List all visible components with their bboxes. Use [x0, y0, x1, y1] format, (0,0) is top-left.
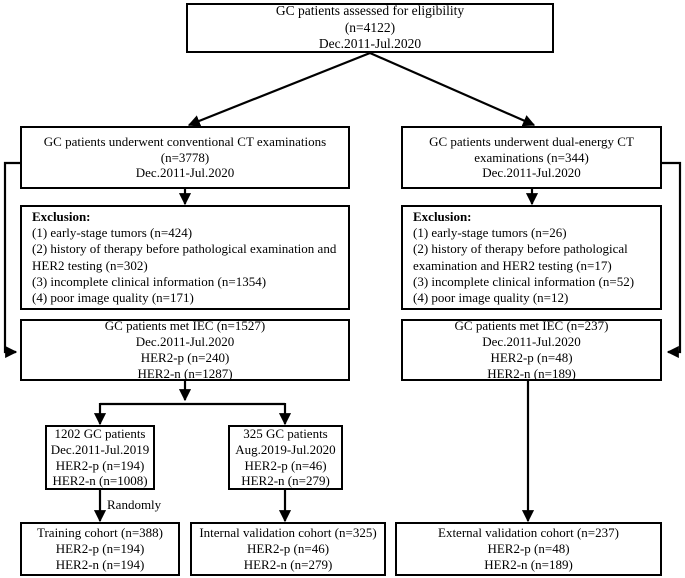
node-exclusion-right-line-4: (4) poor image quality (n=12)	[413, 289, 569, 305]
node-dual-energy-ct-line-1: GC patients underwent dual-energy CT	[429, 133, 634, 149]
node-exclusion-left-line-2: (2) history of therapy before pathologic…	[32, 241, 337, 273]
edge-label-randomly: Randomly	[107, 497, 162, 512]
node-iec-right-line-1: GC patients met IEC (n=237)	[454, 318, 609, 334]
node-cohort-1202-line-4: HER2-n (n=1008)	[52, 473, 148, 489]
node-iec-left-line-1: GC patients met IEC (n=1527)	[104, 318, 266, 334]
node-external-validation-line-3: HER2-n (n=189)	[484, 556, 573, 572]
node-exclusion-left-line-3: (3) incomplete clinical information (n=1…	[32, 273, 267, 289]
node-iec-left-line-3: HER2-p (n=240)	[140, 350, 230, 365]
node-iec-left-line-4: HER2-n (n=1287)	[137, 365, 233, 381]
node-internal-validation-line-1: Internal validation cohort (n=325)	[199, 525, 377, 541]
node-exclusion-left-line-1: (1) early-stage tumors (n=424)	[32, 225, 193, 241]
node-internal-validation-cohort[interactable]: Internal validation cohort (n=325) HER2-…	[190, 522, 386, 576]
node-dual-energy-ct-line-3: Dec.2011-Jul.2020	[482, 165, 581, 181]
node-conventional-ct-line-1: GC patients underwent conventional CT ex…	[43, 133, 327, 149]
node-iec-right[interactable]: GC patients met IEC (n=237) Dec.2011-Jul…	[401, 318, 662, 381]
node-iec-right-line-2: Dec.2011-Jul.2020	[482, 334, 581, 350]
node-iec-right-line-3: HER2-p (n=48)	[490, 350, 573, 365]
node-cohort-325-line-2: Aug.2019-Jul.2020	[235, 441, 336, 457]
node-eligibility[interactable]: GC patients assessed for eligibility (n=…	[186, 3, 554, 53]
node-exclusion-right-line-2: (2) history of therapy before pathologic…	[413, 241, 628, 273]
node-eligibility-line-1: GC patients assessed for eligibility	[275, 3, 465, 19]
edge-eligibility-to-dualenergy	[369, 51, 536, 127]
node-conventional-ct-line-2: (n=3778)	[160, 149, 210, 165]
node-training-cohort-line-1: Training cohort (n=388)	[36, 525, 163, 541]
node-dual-energy-ct-line-2: examinations (n=344)	[474, 149, 589, 165]
node-exclusion-left-heading: Exclusion:	[32, 209, 91, 225]
node-exclusion-right-heading: Exclusion:	[413, 209, 472, 225]
node-internal-validation-line-2: HER2-p (n=46)	[246, 541, 330, 557]
node-cohort-325-line-1: 325 GC patients	[243, 425, 328, 441]
node-cohort-1202[interactable]: 1202 GC patients Dec.2011-Jul.2019 HER2-…	[45, 425, 155, 490]
node-cohort-1202-line-2: Dec.2011-Jul.2019	[50, 441, 150, 457]
node-external-validation-line-2: HER2-p (n=48)	[487, 541, 570, 557]
node-eligibility-line-2: (n=4122)	[344, 19, 396, 35]
node-eligibility-line-3: Dec.2011-Jul.2020	[318, 36, 422, 52]
node-iec-left[interactable]: GC patients met IEC (n=1527) Dec.2011-Ju…	[20, 318, 350, 381]
node-conventional-ct-line-3: Dec.2011-Jul.2020	[135, 165, 235, 181]
node-internal-validation-line-3: HER2-n (n=279)	[243, 556, 333, 572]
node-cohort-325-line-3: HER2-p (n=46)	[244, 457, 327, 473]
node-exclusion-right-line-3: (3) incomplete clinical information (n=5…	[413, 273, 635, 289]
node-exclusion-left-line-4: (4) poor image quality (n=171)	[32, 289, 194, 305]
node-cohort-325-line-4: HER2-n (n=279)	[241, 473, 330, 489]
node-training-cohort[interactable]: Training cohort (n=388) HER2-p (n=194) H…	[20, 522, 180, 576]
node-cohort-1202-line-3: HER2-p (n=194)	[55, 457, 145, 473]
node-iec-right-line-4: HER2-n (n=189)	[487, 365, 576, 381]
edge-conventional-to-iec-left	[3, 161, 20, 359]
node-iec-left-line-2: Dec.2011-Jul.2020	[135, 334, 235, 350]
node-exclusion-left[interactable]: Exclusion: (1) early-stage tumors (n=424…	[20, 205, 350, 310]
node-exclusion-right[interactable]: Exclusion: (1) early-stage tumors (n=26)…	[401, 205, 662, 310]
node-training-cohort-line-2: HER2-p (n=194)	[55, 541, 145, 557]
node-training-cohort-line-3: HER2-n (n=194)	[55, 556, 145, 572]
node-dual-energy-ct[interactable]: GC patients underwent dual-energy CT exa…	[401, 126, 662, 189]
node-cohort-1202-line-1: 1202 GC patients	[54, 425, 146, 441]
node-external-validation-line-1: External validation cohort (n=237)	[438, 525, 619, 541]
edge-eligibility-to-conventional	[187, 51, 371, 127]
node-conventional-ct[interactable]: GC patients underwent conventional CT ex…	[20, 126, 350, 189]
node-cohort-325[interactable]: 325 GC patients Aug.2019-Jul.2020 HER2-p…	[228, 425, 343, 490]
node-external-validation-cohort[interactable]: External validation cohort (n=237) HER2-…	[395, 522, 662, 576]
node-exclusion-right-line-1: (1) early-stage tumors (n=26)	[413, 225, 567, 241]
edge-dualenergy-to-iec-right	[662, 161, 682, 359]
